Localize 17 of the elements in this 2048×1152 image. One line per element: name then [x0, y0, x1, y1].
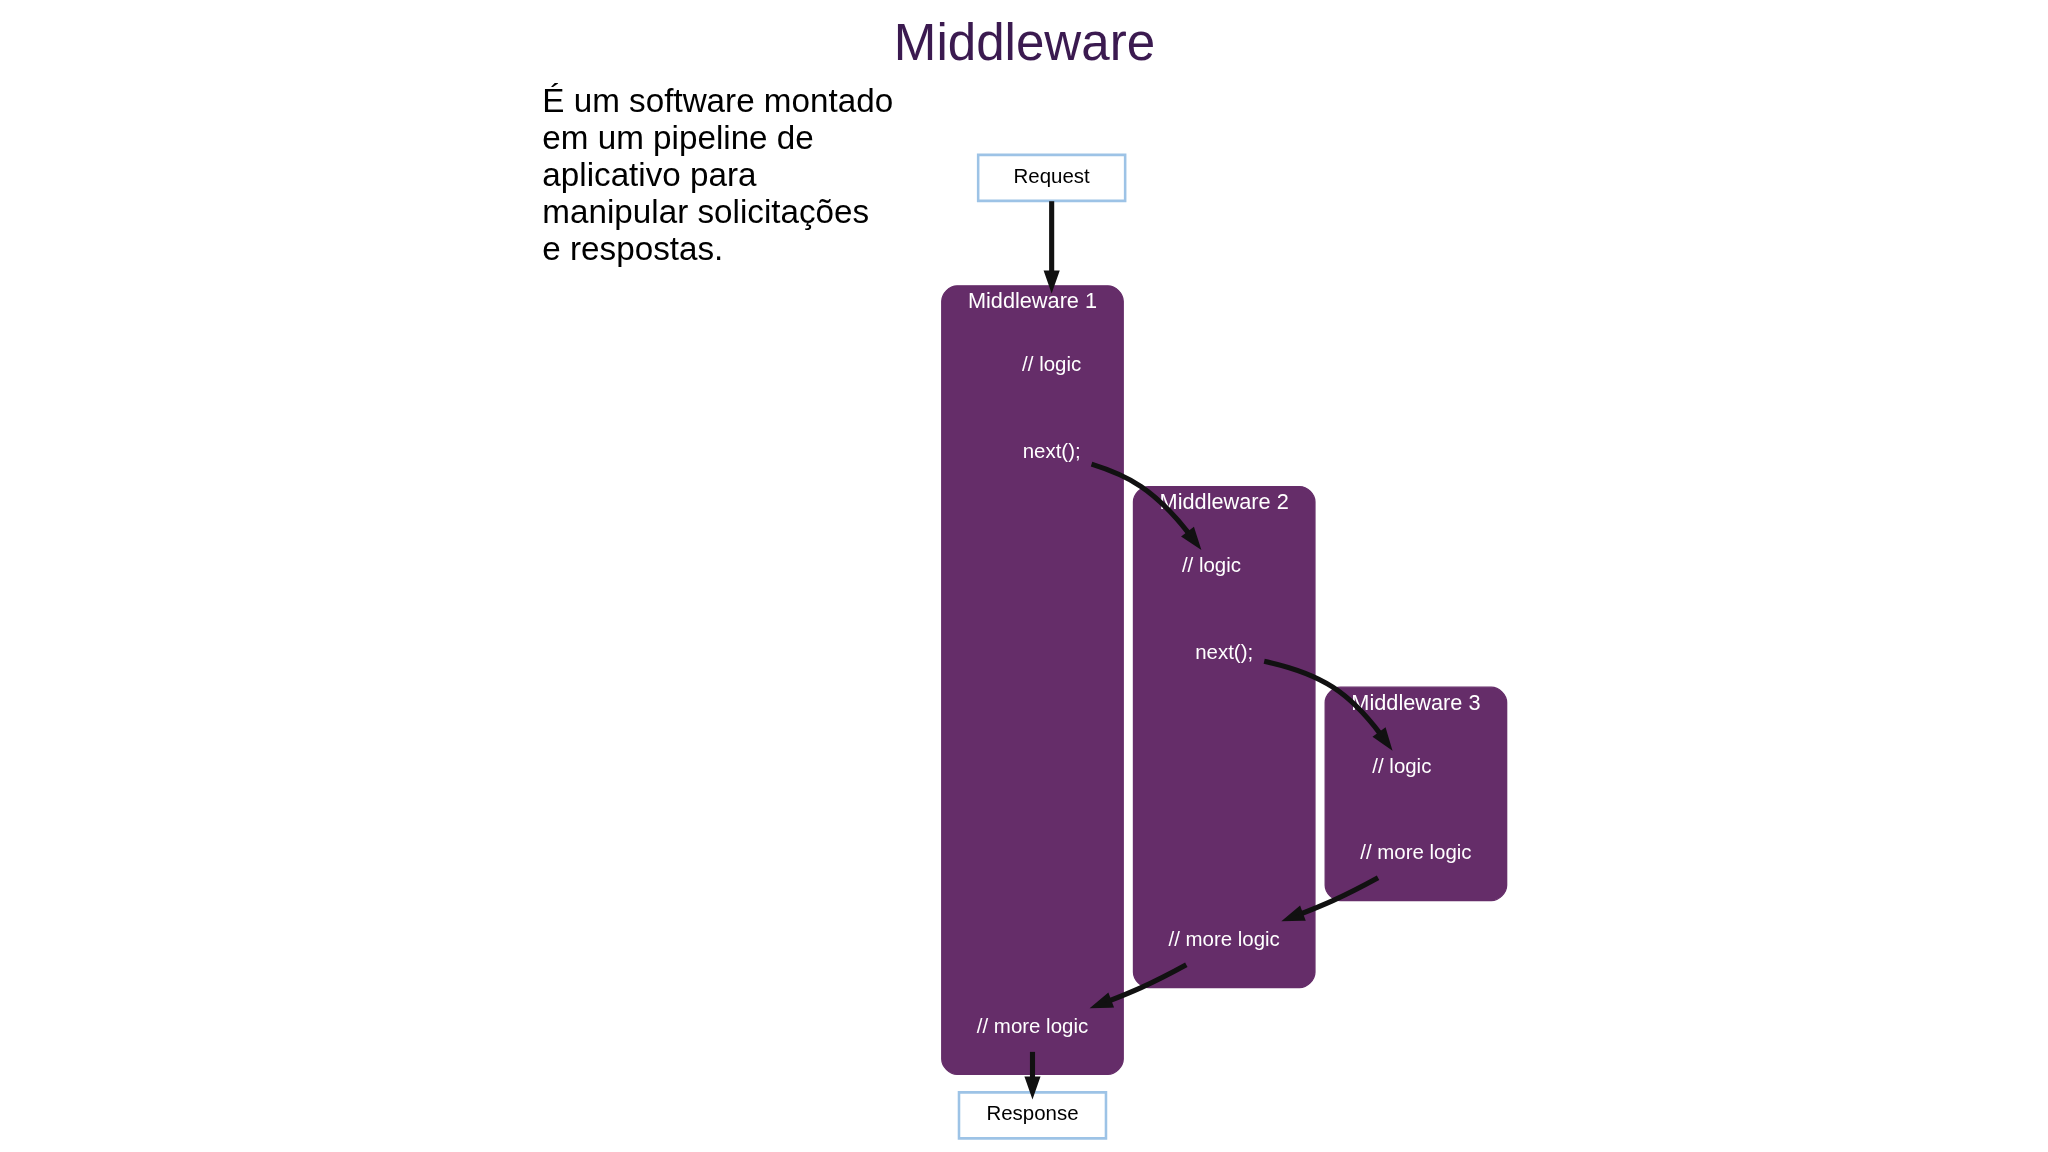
- node-text: // more logic: [976, 1014, 1088, 1038]
- node-text: // logic: [1371, 753, 1431, 777]
- arrow: [1089, 962, 1188, 1009]
- arrow: [1263, 658, 1393, 751]
- label: É um software montado em um pipeline de aplicativo para manipular solicitações e respostas.: [541, 81, 893, 268]
- node-text: // more logic: [1359, 840, 1472, 864]
- diagram-title: Middleware: [893, 13, 1155, 71]
- node-text: // more logic: [1168, 927, 1280, 951]
- node-text: next();: [1194, 639, 1253, 663]
- node-box: Request: [976, 153, 1126, 203]
- node-text: // logic: [1181, 552, 1241, 576]
- arrow: [1043, 201, 1060, 294]
- arrow: [1023, 1051, 1041, 1100]
- node-text: // logic: [1021, 352, 1081, 376]
- node-text: next();: [1022, 439, 1081, 463]
- node-box: Response: [957, 1091, 1107, 1140]
- arrow: [1280, 875, 1379, 922]
